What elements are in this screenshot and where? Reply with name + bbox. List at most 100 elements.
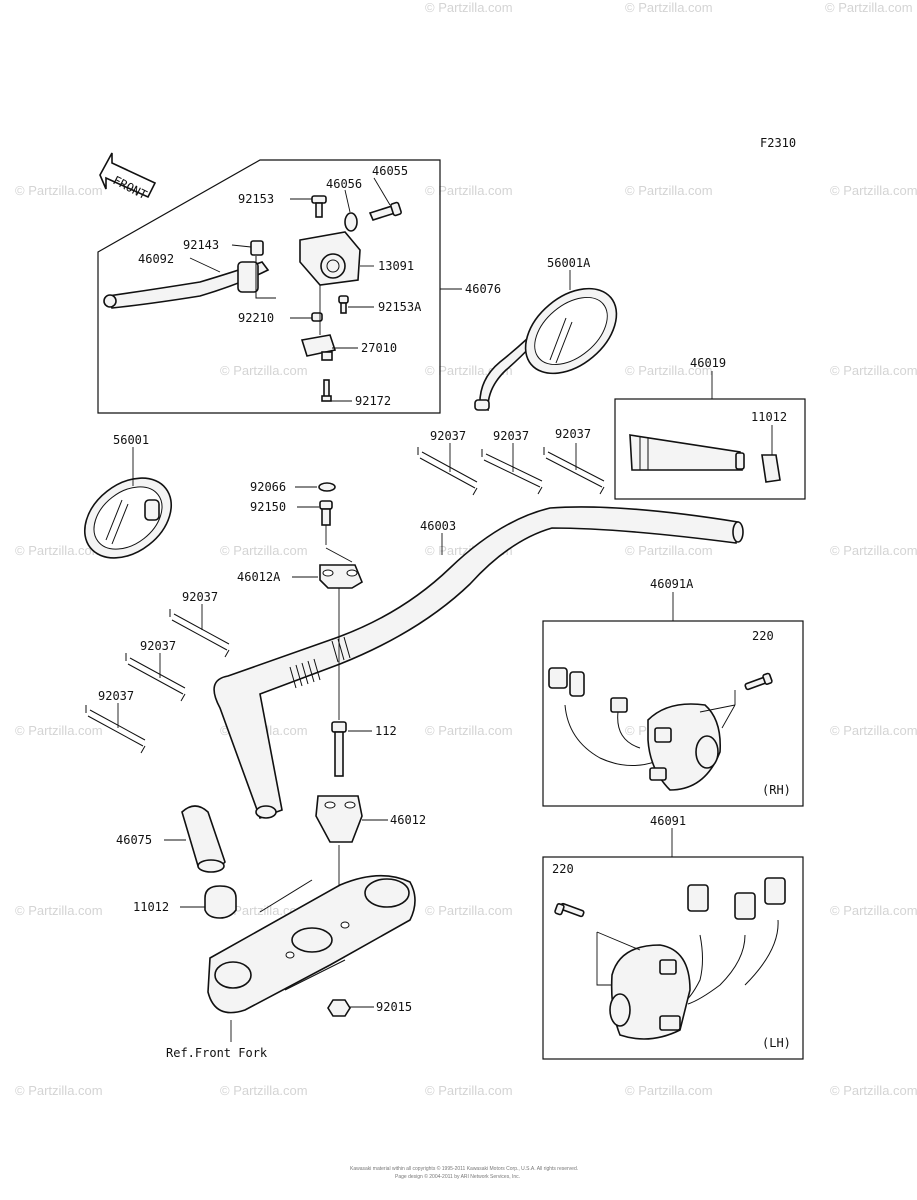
switch-27010 xyxy=(300,334,337,361)
throttle-grip-46019 xyxy=(629,434,745,471)
watermark: © Partzilla.com xyxy=(15,903,103,918)
screw-92153A xyxy=(338,295,349,314)
callout-92210: 92210 xyxy=(238,311,274,325)
screw-92172 xyxy=(321,379,332,402)
callout-46075: 46075 xyxy=(116,833,152,847)
mirror-56001 xyxy=(83,477,173,559)
watermark: © Partzilla.com xyxy=(220,363,308,378)
nut-92210 xyxy=(311,312,323,322)
upper-holder-46012A xyxy=(319,564,364,589)
footer-page-design: Page design © 2004-2011 by ARI Network S… xyxy=(395,1173,520,1180)
watermark: © Partzilla.com xyxy=(625,0,713,15)
grip-end-11012 xyxy=(761,454,781,483)
callout-92037: 92037 xyxy=(98,689,134,703)
rh-label: (RH) xyxy=(762,783,791,797)
watermark: © Partzilla.com xyxy=(425,0,513,15)
steering-stem-head xyxy=(207,874,416,1014)
callout-220: 220 xyxy=(752,629,774,643)
cap-92066 xyxy=(318,482,336,492)
callout-46056: 46056 xyxy=(326,177,362,191)
pin-bracket xyxy=(255,256,276,299)
screw-46055 xyxy=(368,201,402,221)
clamp-bolt-92037 xyxy=(481,449,543,495)
callout-92172: 92172 xyxy=(355,394,391,408)
watermark: © Partzilla.com xyxy=(220,1083,308,1098)
callout-13091: 13091 xyxy=(378,259,414,273)
callout-46092: 46092 xyxy=(138,252,174,266)
grip-box-46019 xyxy=(614,398,806,500)
callout-92150: 92150 xyxy=(250,500,286,514)
clamp-bolt-92037 xyxy=(169,609,230,658)
bolt-92150 xyxy=(319,500,333,526)
watermark: © Partzilla.com xyxy=(15,1083,103,1098)
watermark: © Partzilla.com xyxy=(830,903,917,918)
watermark: © Partzilla.com xyxy=(830,543,917,558)
callout-92037: 92037 xyxy=(493,429,529,443)
clamp-bolt-92037 xyxy=(125,653,186,702)
rh-switch-46091A xyxy=(548,667,722,791)
watermark: © Partzilla.com xyxy=(220,543,308,558)
clutch-assembly-box xyxy=(97,159,441,414)
leader-lines xyxy=(117,177,773,1008)
watermark: © Partzilla.com xyxy=(825,0,913,15)
callout-92037: 92037 xyxy=(182,590,218,604)
grip-end-11012 xyxy=(204,885,237,919)
watermark: © Partzilla.com xyxy=(625,1083,713,1098)
callout-46091: 46091 xyxy=(650,814,686,828)
figure-code: F2310 xyxy=(760,136,796,150)
watermark: © Partzilla.com xyxy=(830,363,917,378)
callout-56001: 56001 xyxy=(113,433,149,447)
bolt-112 xyxy=(331,721,347,777)
watermark: © Partzilla.com xyxy=(625,183,713,198)
grip-46075 xyxy=(181,805,226,873)
callout-46012A: 46012A xyxy=(237,570,281,584)
watermark: © Partzilla.com xyxy=(830,183,917,198)
watermark: © Partzilla.com xyxy=(625,543,713,558)
callout-92015: 92015 xyxy=(376,1000,412,1014)
callout-92143: 92143 xyxy=(183,238,219,252)
handlebar-46003 xyxy=(213,506,744,820)
bolt-92153 xyxy=(311,195,327,218)
callout-46091A: 46091A xyxy=(650,577,694,591)
lower-holder-46012 xyxy=(315,795,363,843)
callout-112: 112 xyxy=(375,724,397,738)
callout-46003: 46003 xyxy=(420,519,456,533)
watermark: © Partzilla.com xyxy=(425,723,513,738)
callout-92037: 92037 xyxy=(555,427,591,441)
clutch-holder-13091 xyxy=(299,231,361,286)
callout-56001A: 56001A xyxy=(547,256,591,270)
callout-92037: 92037 xyxy=(430,429,466,443)
callout-92066: 92066 xyxy=(250,480,286,494)
clamp-bolt-92037 xyxy=(543,447,605,495)
callout-11012: 11012 xyxy=(751,410,787,424)
lh-switch-box xyxy=(542,856,804,1060)
watermark: © Partzilla.com xyxy=(15,183,103,198)
bushing-92143 xyxy=(250,240,264,256)
callout-92037: 92037 xyxy=(140,639,176,653)
callout-46055: 46055 xyxy=(372,164,408,178)
watermark: © Partzilla.com xyxy=(830,723,917,738)
lh-label: (LH) xyxy=(762,1036,791,1050)
footer-copyright: Kawasaki material within all copyrights … xyxy=(350,1165,578,1172)
callout-46012: 46012 xyxy=(390,813,426,827)
clamp-bolt-92037 xyxy=(85,705,146,754)
lh-switch-46091 xyxy=(609,877,786,1040)
clutch-lever-46092 xyxy=(103,261,270,309)
screw-220 xyxy=(744,672,773,691)
washer-46056 xyxy=(344,212,358,232)
watermark: © Partzilla.com xyxy=(425,183,513,198)
callout-92153: 92153 xyxy=(238,192,274,206)
watermark: © Partzilla.com xyxy=(425,903,513,918)
front-arrow-icon: FRONT xyxy=(99,152,157,202)
watermark: © Partzilla.com xyxy=(425,1083,513,1098)
callout-92153A: 92153A xyxy=(378,300,422,314)
watermark-layer: © Partzilla.com © Partzilla.com © Partzi… xyxy=(15,0,917,1098)
mirror-56001A xyxy=(474,287,618,412)
nut-92015 xyxy=(327,999,351,1017)
watermark: © Partzilla.com xyxy=(15,543,103,558)
ref-front-fork-label: Ref.Front Fork xyxy=(166,1046,268,1060)
callout-46019: 46019 xyxy=(690,356,726,370)
callout-labels: 46055 46056 92153 92143 46092 13091 9215… xyxy=(98,164,791,1060)
callout-11012: 11012 xyxy=(133,900,169,914)
